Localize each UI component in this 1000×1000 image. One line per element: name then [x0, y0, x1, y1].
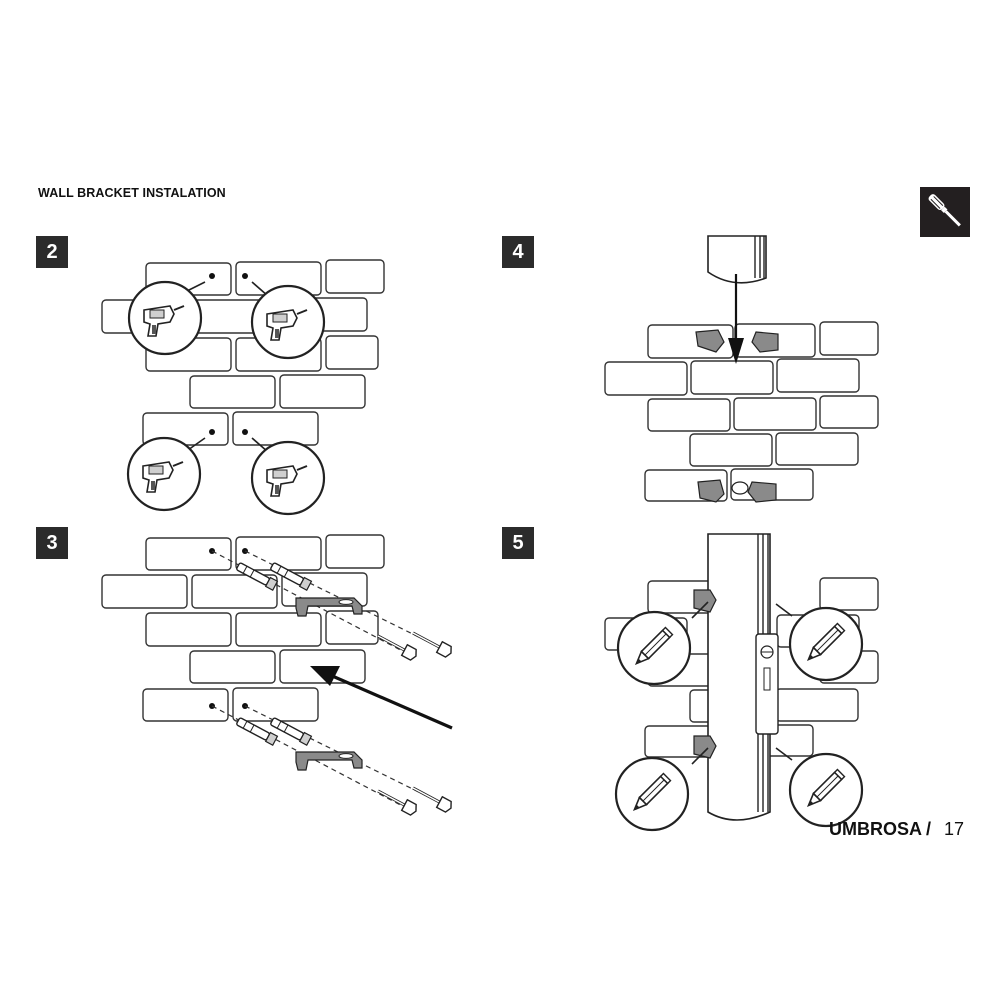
page-number: 17	[944, 819, 965, 839]
step-3-badge: 3	[36, 527, 68, 559]
arrow-down-icon	[695, 235, 779, 503]
page-footer: UMBROSA/ 17	[829, 819, 964, 840]
step-4-badge: 4	[502, 236, 534, 268]
pencil-icon	[614, 601, 864, 832]
footer-separator: /	[926, 819, 932, 839]
step-2-badge: 2	[36, 236, 68, 268]
drill-icon	[126, 280, 326, 516]
step-4-wall	[604, 321, 879, 502]
step-3-wall	[101, 534, 385, 722]
mounted-pole	[693, 533, 779, 821]
page-title: WALL BRACKET INSTALATION	[38, 186, 226, 200]
screwdriver-icon	[920, 187, 970, 237]
step-5-badge: 5	[502, 527, 534, 559]
anchor-bolt-icon	[211, 550, 456, 818]
brand-name: UMBROSA	[829, 819, 922, 839]
